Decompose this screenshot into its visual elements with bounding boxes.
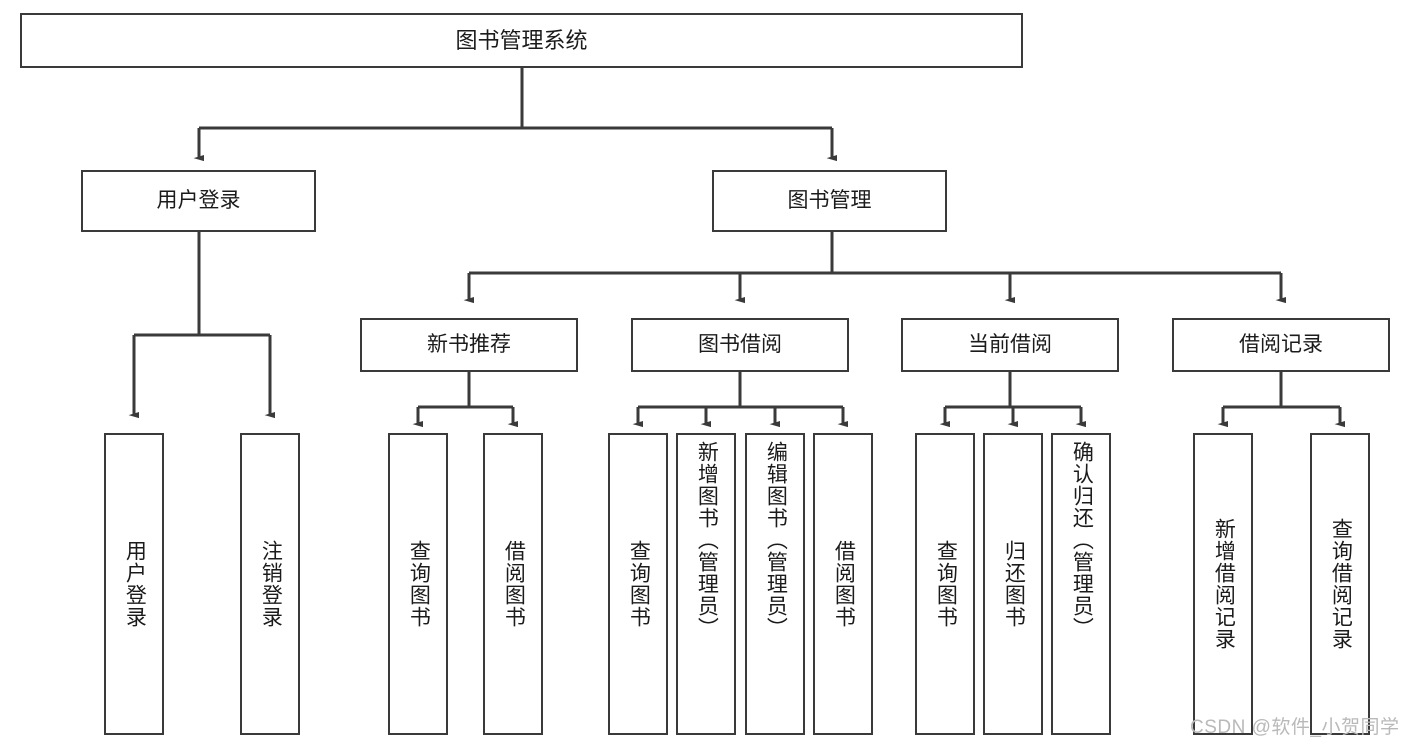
node-new-book-recommend-label: 新书推荐	[427, 332, 511, 356]
leaf-label: 查询图书	[934, 540, 958, 628]
node-current-borrow-label: 当前借阅	[968, 332, 1052, 356]
leaf-label: 确认归还（管理员）	[1070, 441, 1094, 639]
leaf-current-borrow-query[interactable]: 查询图书	[915, 433, 975, 735]
leaf-book-borrow-edit[interactable]: 编辑图书（管理员）	[745, 433, 805, 735]
leaf-label: 归还图书	[1002, 540, 1026, 628]
leaf-book-borrow-borrow[interactable]: 借阅图书	[813, 433, 873, 735]
leaf-label: 查询图书	[407, 540, 431, 628]
node-book-borrow-label: 图书借阅	[698, 332, 782, 356]
leaf-label: 查询借阅记录	[1329, 518, 1353, 650]
leaf-book-borrow-add[interactable]: 新增图书（管理员）	[676, 433, 736, 735]
leaf-label: 借阅图书	[832, 540, 856, 628]
leaf-label: 新增借阅记录	[1212, 518, 1236, 650]
node-new-book-recommend[interactable]: 新书推荐	[360, 318, 578, 372]
node-book-management[interactable]: 图书管理	[712, 170, 947, 232]
leaf-label: 查询图书	[627, 540, 651, 628]
node-root[interactable]: 图书管理系统	[20, 13, 1023, 68]
leaf-label: 编辑图书（管理员）	[764, 441, 788, 639]
leaf-current-borrow-return[interactable]: 归还图书	[983, 433, 1043, 735]
leaf-label: 新增图书（管理员）	[695, 441, 719, 639]
node-book-borrow[interactable]: 图书借阅	[631, 318, 849, 372]
node-user-login-label: 用户登录	[156, 188, 241, 212]
node-borrow-records-label: 借阅记录	[1239, 332, 1323, 356]
node-current-borrow[interactable]: 当前借阅	[901, 318, 1119, 372]
node-root-label: 图书管理系统	[455, 27, 588, 53]
leaf-user-login-logout[interactable]: 注销登录	[240, 433, 300, 735]
leaf-current-borrow-confirm[interactable]: 确认归还（管理员）	[1051, 433, 1111, 735]
node-book-management-label: 图书管理	[787, 188, 872, 212]
leaf-label: 注销登录	[259, 540, 283, 628]
leaf-label: 借阅图书	[502, 540, 526, 628]
leaf-borrow-records-query[interactable]: 查询借阅记录	[1310, 433, 1370, 735]
node-user-login[interactable]: 用户登录	[81, 170, 316, 232]
leaf-user-login-login[interactable]: 用户登录	[104, 433, 164, 735]
leaf-borrow-records-add[interactable]: 新增借阅记录	[1193, 433, 1253, 735]
leaf-new-book-query[interactable]: 查询图书	[388, 433, 448, 735]
node-borrow-records[interactable]: 借阅记录	[1172, 318, 1390, 372]
leaf-book-borrow-query[interactable]: 查询图书	[608, 433, 668, 735]
leaf-label: 用户登录	[123, 540, 147, 628]
leaf-new-book-borrow[interactable]: 借阅图书	[483, 433, 543, 735]
watermark: CSDN @软件_小贺同学	[1190, 717, 1400, 738]
